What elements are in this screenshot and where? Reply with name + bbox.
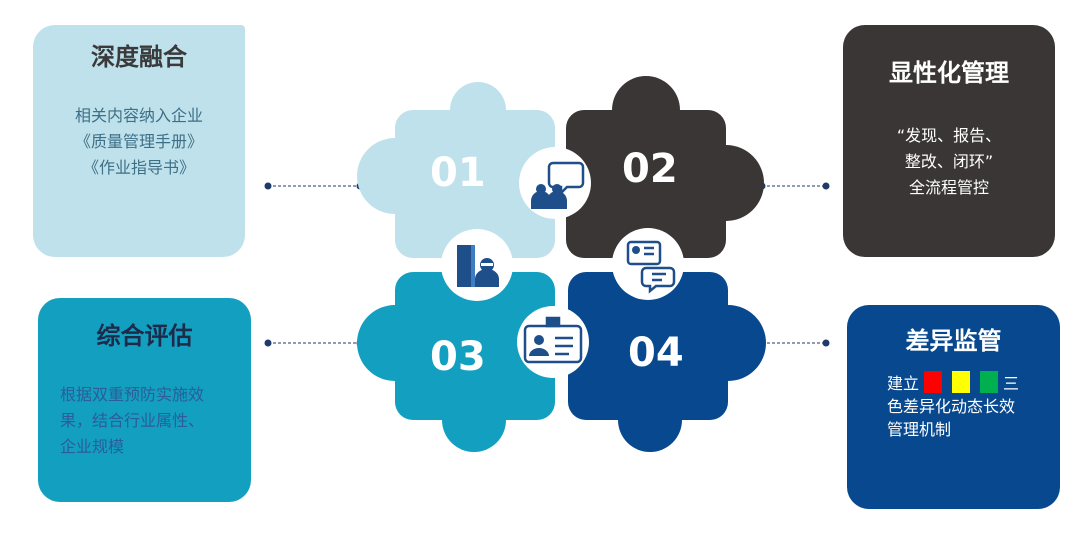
card-line-end: 三 — [1003, 374, 1020, 393]
card-line: 管理机制 — [887, 420, 952, 439]
card-line: “发现、报告、 — [896, 126, 1002, 145]
connector-dot — [822, 182, 830, 190]
badge-profile-icon — [523, 316, 583, 364]
card-line-start: 建立 — [887, 374, 920, 393]
connector-dot — [264, 339, 272, 347]
card-deep-integration: 深度融合 相关内容纳入企业 《质量管理手册》 《作业指导书》 — [33, 25, 245, 257]
card-title: 显性化管理 — [889, 59, 1009, 87]
card-body: 相关内容纳入企业 《质量管理手册》 《作业指导书》 — [39, 103, 239, 181]
presentation-users-icon — [531, 161, 585, 209]
id-card-chat-icon — [626, 240, 676, 294]
red-square — [924, 371, 943, 393]
card-body: 根据双重预防实施效 果，结合行业属性、 企业规模 — [60, 382, 237, 460]
card-body: 建立 三 色差异化动态长效 管理机制 — [887, 371, 1038, 441]
card-line: 色差异化动态长效 — [887, 397, 1016, 416]
card-differentiated-supervision: 差异监管 建立 三 色差异化动态长效 管理机制 — [847, 305, 1060, 509]
card-line: 建立 三 — [887, 371, 1038, 395]
piece-number-03: 03 — [430, 334, 486, 380]
puzzle-piece-01 — [357, 82, 555, 258]
card-title: 综合评估 — [96, 322, 193, 350]
connector-dot — [822, 339, 830, 347]
icon-disc-badge-profile — [517, 306, 589, 378]
card-title: 差异监管 — [905, 327, 1002, 355]
card-line: 相关内容纳入企业 — [74, 106, 203, 125]
icon-disc-book-reader — [441, 229, 513, 301]
card-line: 企业规模 — [60, 437, 125, 456]
icon-disc-id-card-chat — [612, 228, 684, 300]
card-comprehensive-assessment: 综合评估 根据双重预防实施效 果，结合行业属性、 企业规模 — [38, 298, 251, 502]
piece-number-04: 04 — [628, 330, 684, 376]
connector-dot — [264, 182, 272, 190]
card-title: 深度融合 — [91, 43, 187, 71]
card-line: 果，结合行业属性、 — [60, 411, 205, 430]
card-visible-management: 显性化管理 “发现、报告、 整改、闭环” 全流程管控 — [843, 25, 1055, 257]
icon-disc-presentation — [519, 147, 591, 219]
piece-number-01: 01 — [430, 150, 486, 196]
puzzle-piece-04 — [568, 272, 766, 452]
puzzle-piece-02 — [566, 76, 764, 258]
card-line: 全流程管控 — [908, 178, 989, 197]
piece-number-02: 02 — [622, 146, 678, 192]
yellow-square — [952, 371, 971, 393]
book-reader-icon — [457, 245, 499, 287]
card-line: 《作业指导书》 — [82, 158, 195, 177]
green-square — [980, 371, 999, 393]
card-line: 《质量管理手册》 — [74, 132, 203, 151]
card-line: 整改、闭环” — [904, 152, 994, 171]
puzzle-piece-03 — [357, 272, 555, 452]
card-line: 根据双重预防实施效 — [60, 385, 205, 404]
card-body: “发现、报告、 整改、闭环” 全流程管控 — [863, 123, 1035, 201]
